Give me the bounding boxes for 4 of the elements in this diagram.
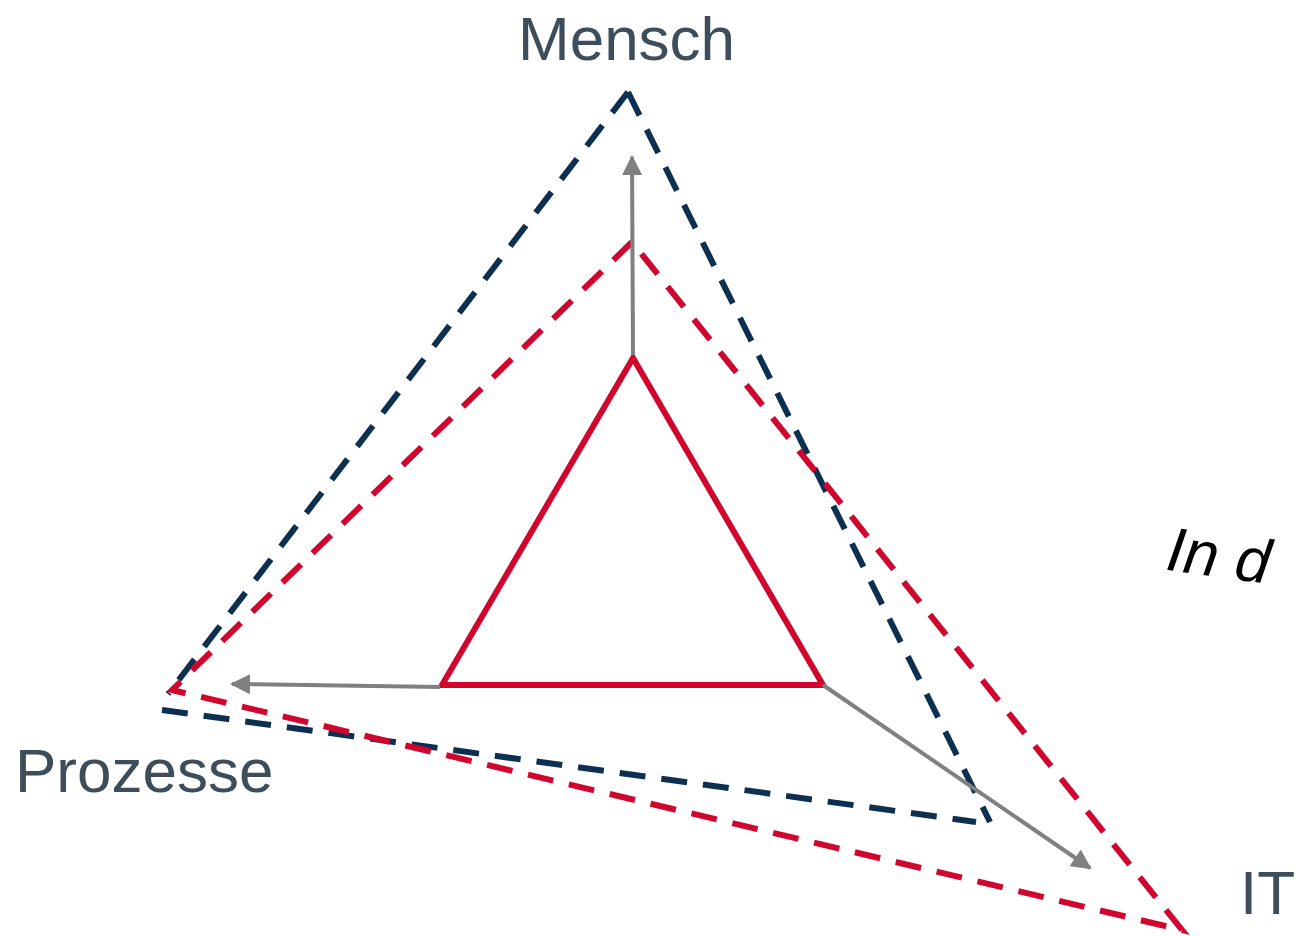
axis-label: IT	[1240, 862, 1296, 924]
caption-text: In d	[1163, 518, 1275, 594]
axis-label: Prozesse	[15, 740, 274, 802]
axis-label: Mensch	[518, 8, 736, 70]
